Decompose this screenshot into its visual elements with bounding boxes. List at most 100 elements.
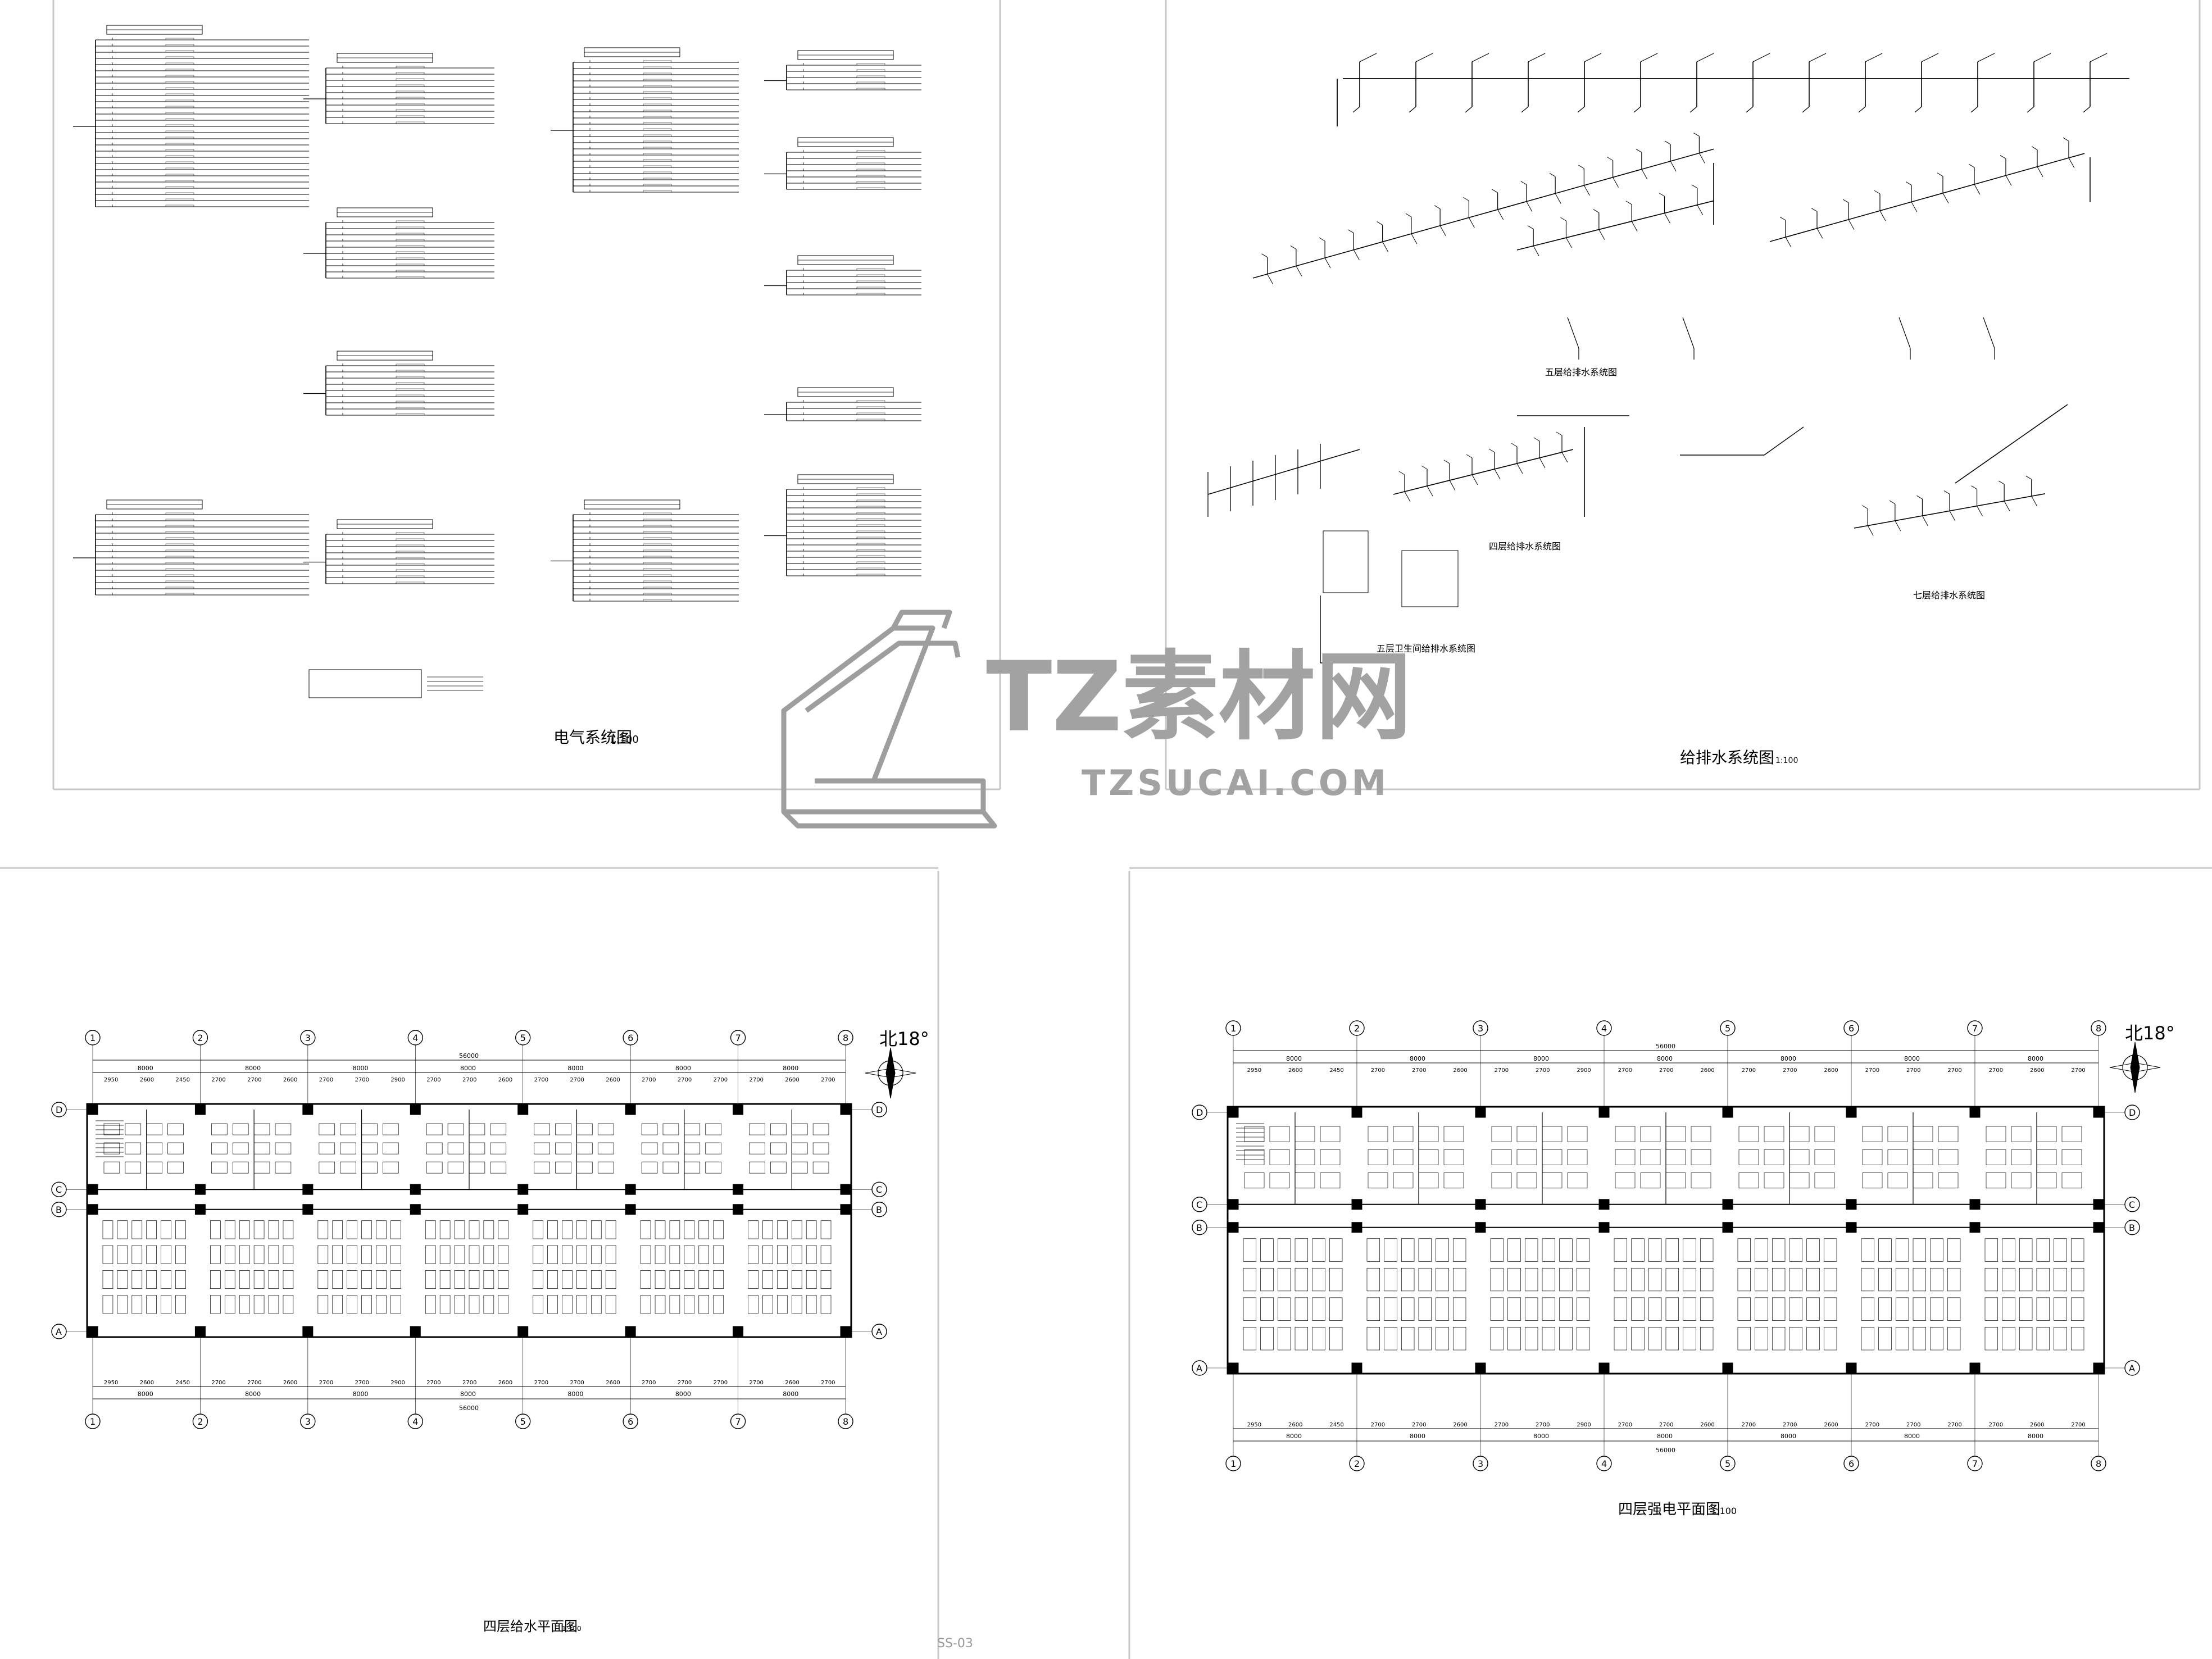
axis-number: 3 [305,1033,311,1043]
dim-label: 2700 [1659,1422,1673,1428]
dim-label: 2700 [1618,1422,1632,1428]
dim-label: 2700 [714,1380,728,1386]
axis-letter: B [56,1205,62,1215]
dim-label: 2700 [247,1077,261,1083]
axis-number: 3 [1478,1023,1483,1034]
dim-label: 2600 [1824,1422,1838,1428]
water-plan-scale: 1:100 [562,1625,582,1633]
axis-letter: D [56,1105,62,1115]
dim-label: 8000 [1657,1433,1673,1440]
plumbing-system-panel [1207,53,2129,663]
dim-label: 2700 [570,1380,584,1386]
dim-label: 2450 [176,1380,190,1386]
axis-number: 5 [520,1033,526,1043]
dim-label: 8000 [783,1390,798,1398]
dim-label: 2700 [714,1077,728,1083]
axis-letter: C [1196,1199,1202,1210]
dim-label: 8000 [2028,1055,2043,1062]
electrical-title: 电气系统图 [553,728,632,747]
dim-label: 8000 [567,1065,583,1072]
electrical-system-panel [73,25,921,698]
dim-label: 2700 [1371,1422,1385,1428]
dim-label: 2700 [1865,1422,1879,1428]
watermark-logo [781,610,997,829]
dim-label: 8000 [1410,1433,1425,1440]
dim-label: 2600 [2030,1422,2044,1428]
dim-label: 2450 [1329,1422,1343,1428]
axis-letter: A [2129,1363,2135,1374]
dim-label: 2600 [498,1380,512,1386]
water-plan-panel: 1180008000228000800033800080004480008000… [51,1030,916,1429]
dim-label: 2600 [1700,1067,1714,1074]
axis-number: 6 [628,1416,633,1427]
dim-label: 2600 [1453,1067,1467,1074]
axis-number: 6 [1848,1023,1854,1034]
axis-letter: A [876,1326,882,1337]
dim-label: 2600 [606,1380,620,1386]
dim-label: 8000 [1780,1055,1796,1062]
dim-label: 8000 [675,1065,691,1072]
dim-label: 2700 [1947,1067,1961,1074]
dim-label: 8000 [460,1390,476,1398]
axis-letter: A [1196,1363,1202,1374]
dim-label: 56000 [459,1405,479,1412]
dim-label: 2700 [319,1077,333,1083]
dim-label: 56000 [1656,1447,1675,1454]
dim-label: 8000 [245,1390,261,1398]
plumbing-seventh-title: 七层给排水系统图 [1913,590,1985,601]
dim-label: 8000 [138,1390,153,1398]
axis-number: 2 [197,1416,203,1427]
dim-label: 8000 [1904,1433,1920,1440]
dim-label: 2700 [1906,1422,1920,1428]
dim-label: 2700 [642,1077,656,1083]
dim-label: 2700 [642,1380,656,1386]
power-plan-panel: 1180008000228000800033800080004480008000… [1192,1020,2161,1471]
watermark-url: TZSUCAI.COM [1082,762,1389,803]
dim-label: 2700 [749,1380,763,1386]
axis-letter: D [2129,1107,2136,1118]
dim-label: 2600 [1288,1067,1302,1074]
axis-letter: D [1196,1107,1203,1118]
dim-label: 2700 [211,1077,225,1083]
dim-label: 2700 [1659,1067,1673,1074]
dim-label: 56000 [1656,1043,1675,1050]
dim-label: 2600 [785,1077,799,1083]
dim-label: 2700 [426,1380,440,1386]
dim-label: 2600 [1824,1067,1838,1074]
axis-number: 7 [1972,1458,1978,1469]
sheet-number: SS-03 [937,1637,973,1651]
dim-label: 8000 [1657,1055,1673,1062]
dim-label: 2700 [1536,1067,1550,1074]
axis-letter: C [876,1184,882,1195]
dim-label: 2700 [1865,1067,1879,1074]
dim-label: 8000 [567,1390,583,1398]
dim-label: 2700 [2071,1422,2085,1428]
dim-label: 8000 [1286,1055,1302,1062]
axis-number: 8 [843,1416,848,1427]
dim-label: 8000 [2028,1433,2043,1440]
power-plan-scale: 1:100 [1711,1506,1737,1516]
dim-label: 8000 [1410,1055,1425,1062]
dim-label: 2700 [1618,1067,1632,1074]
plumbing-toilet-title: 五层卫生间给排水系统图 [1377,643,1475,654]
dim-label: 2700 [462,1077,476,1083]
axis-number: 5 [520,1416,526,1427]
axis-number: 5 [1725,1458,1730,1469]
dim-label: 2700 [1783,1422,1797,1428]
axis-number: 1 [1230,1023,1236,1034]
dim-label: 8000 [1533,1055,1549,1062]
dim-label: 2700 [1742,1422,1756,1428]
dim-label: 2600 [283,1077,297,1083]
plumbing-scale: 1:100 [1775,756,1798,765]
axis-number: 7 [735,1033,741,1043]
dim-label: 2600 [498,1077,512,1083]
dim-label: 2700 [821,1380,835,1386]
dim-label: 2700 [678,1077,692,1083]
water-plan-title: 四层给水平面图 [483,1619,578,1634]
dim-label: 2950 [104,1077,118,1083]
dim-label: 2700 [319,1380,333,1386]
axis-number: 8 [2096,1023,2101,1034]
dim-label: 2700 [821,1077,835,1083]
axis-number: 1 [90,1033,96,1043]
